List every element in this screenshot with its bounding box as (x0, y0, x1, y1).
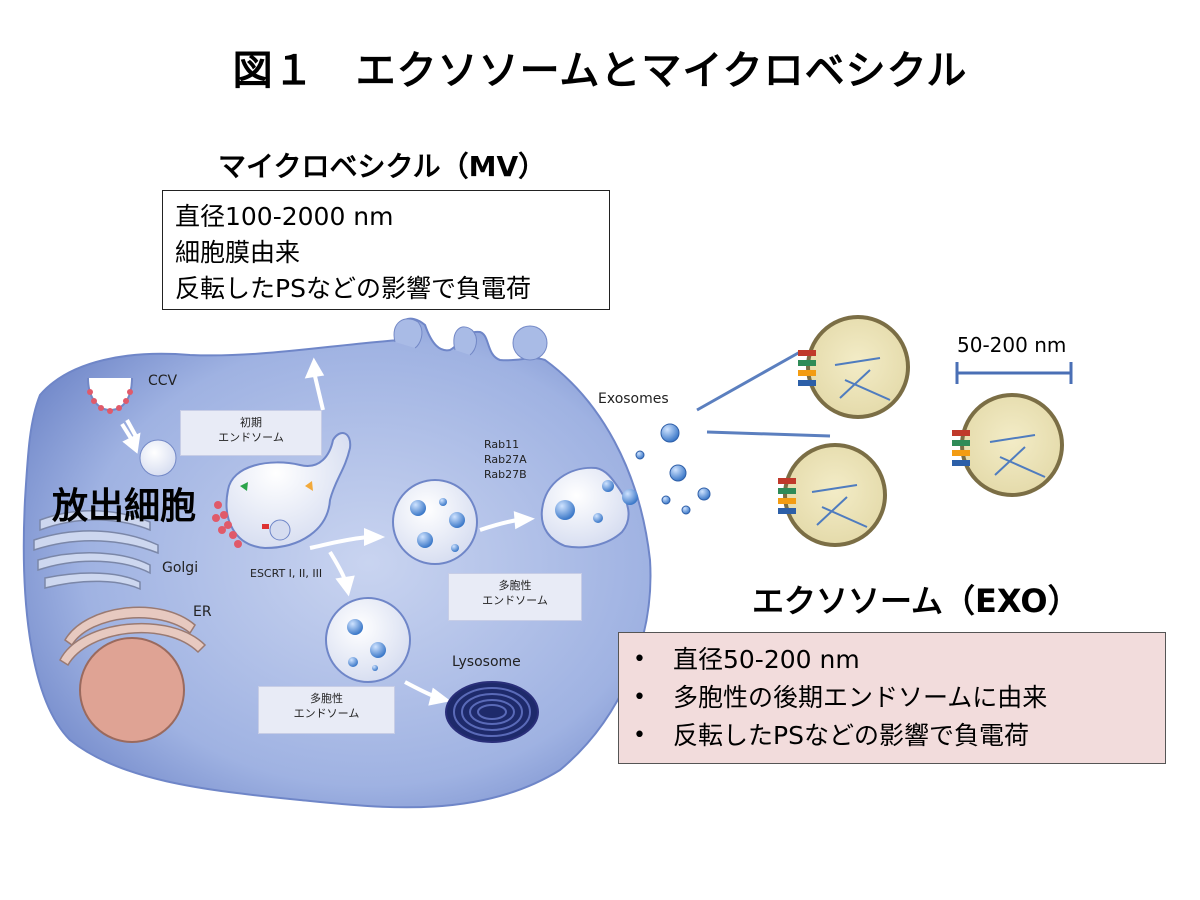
zoom-line (706, 430, 831, 438)
exosome-large-1 (798, 315, 910, 419)
ccv-coat (87, 389, 133, 414)
mv-info-box: 直径100-2000 nm 細胞膜由来 反転したPSなどの影響で負電荷 (162, 190, 610, 310)
scale-label: 50-200 nm (957, 333, 1067, 357)
zoom-line (696, 350, 801, 412)
pathway-arrows (120, 357, 535, 706)
cell-name-label: 放出細胞 (52, 486, 197, 527)
golgi-label: Golgi (162, 560, 199, 576)
mvb-lower-label: 多胞性 エンドソーム (258, 686, 395, 734)
early-endosome-label: 初期 エンドソーム (180, 410, 322, 456)
lysosome-label: Lysosome (452, 654, 521, 670)
rab-line: Rab27B (484, 468, 527, 481)
lysosome (445, 681, 539, 743)
mv-bud (393, 318, 423, 349)
mv-heading: マイクロベシクル（MV） (218, 150, 547, 183)
exo-item-text: 多胞性の後期エンドソームに由来 (673, 683, 1048, 712)
label-line: 多胞性 (498, 579, 532, 592)
bullet-icon: • (633, 647, 646, 672)
label-line: エンドソーム (218, 431, 284, 444)
exosomes-label: Exosomes (598, 391, 669, 407)
bullet-icon: • (633, 685, 646, 710)
mv-line: 細胞膜由来 (175, 238, 301, 267)
nucleus (79, 637, 185, 743)
exo-item-text: 直径50-200 nm (673, 645, 860, 674)
er (59, 606, 207, 667)
mv-line: 直径100-2000 nm (175, 202, 394, 231)
exo-heading: エクソソーム（EXO） (752, 582, 1080, 620)
label-line: 多胞性 (310, 692, 343, 705)
page-title: 図１ エクソソームとマイクロベシクル (232, 48, 968, 94)
exosome-large-2 (778, 443, 887, 547)
endosome-bud (269, 519, 291, 541)
mv-bud (453, 326, 477, 356)
mvb-upper (392, 479, 478, 565)
released-exosomes (635, 423, 711, 515)
escrt-label: ESCRT I, II, III (250, 567, 323, 580)
early-endosome-coat (212, 501, 242, 548)
rab-line: Rab27A (484, 453, 527, 466)
exo-list: • 直径50-200 nm • 多胞性の後期エンドソームに由来 • 反転したPSなどの… (633, 641, 1151, 755)
exosome-large-3 (952, 393, 1064, 497)
transport-vesicle (139, 439, 177, 477)
exo-list-item: • 多胞性の後期エンドソームに由来 (633, 679, 1151, 717)
exo-list-item: • 直径50-200 nm (633, 641, 1151, 679)
scale-bar (955, 362, 1073, 384)
mvb-lower (325, 597, 411, 683)
exo-info-box: • 直径50-200 nm • 多胞性の後期エンドソームに由来 • 反転したPSなどの… (618, 632, 1166, 764)
label-line: エンドソーム (482, 594, 548, 607)
rab-line: Rab11 (484, 438, 520, 451)
label-line: 初期 (240, 416, 262, 429)
bullet-icon: • (633, 723, 646, 748)
mv-line: 反転したPSなどの影響で負電荷 (175, 274, 531, 303)
exo-list-item: • 反転したPSなどの影響で負電荷 (633, 717, 1151, 755)
er-label: ER (193, 604, 212, 620)
label-line: エンドソーム (293, 707, 360, 720)
early-endosome (225, 432, 352, 550)
ccv-label: CCV (148, 373, 178, 389)
exo-item-text: 反転したPSなどの影響で負電荷 (673, 721, 1029, 750)
mv-bud (512, 325, 548, 361)
cargo-orange (305, 481, 313, 491)
mvb-upper-label: 多胞性 エンドソーム (448, 573, 582, 621)
rab-label: Rab11 Rab27A Rab27B (484, 437, 527, 482)
cargo-red (262, 524, 269, 529)
golgi (33, 509, 159, 591)
cargo-green (240, 482, 248, 491)
